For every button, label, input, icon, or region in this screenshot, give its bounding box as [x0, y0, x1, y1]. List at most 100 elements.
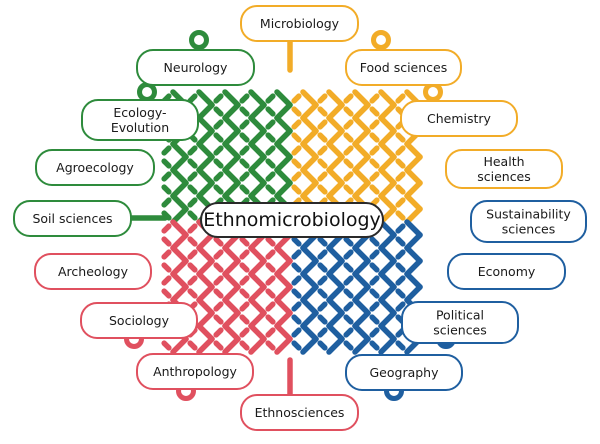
- knot-strand: [239, 171, 250, 182]
- knot-strand: [300, 180, 319, 199]
- knot-strand: [196, 284, 215, 303]
- knot-strand: [265, 301, 276, 312]
- knot-strand: [369, 340, 380, 351]
- knot-strand: [378, 102, 397, 121]
- knot-strand: [265, 236, 276, 247]
- knot-strand: [196, 336, 215, 355]
- knot-strand: [317, 275, 328, 286]
- knot-strand: [291, 158, 302, 169]
- pill-border: [400, 100, 518, 137]
- knot-strand: [300, 323, 319, 342]
- knot-strand: [317, 184, 328, 195]
- knot-strand: [291, 145, 302, 156]
- knot-strand: [222, 115, 241, 134]
- pill-label: Chemistry: [427, 111, 492, 126]
- knot-strand: [300, 115, 319, 134]
- knot-strand: [161, 340, 172, 351]
- knot-strand: [317, 145, 328, 156]
- knot-strand: [378, 258, 397, 277]
- pill-label: Sociology: [109, 313, 170, 328]
- knot-strand: [352, 310, 371, 329]
- knot-strand: [291, 132, 302, 143]
- knot-strand: [291, 262, 302, 273]
- knot-strand: [395, 184, 406, 195]
- knot-strand: [222, 141, 241, 160]
- knot-strand: [161, 236, 172, 247]
- knot-strand: [317, 106, 328, 117]
- knot-strand: [213, 236, 224, 247]
- knot-strand: [239, 106, 250, 117]
- knot-strand: [274, 310, 293, 329]
- knot-strand: [274, 284, 293, 303]
- pill-border: [136, 49, 255, 86]
- knot-strand: [317, 340, 328, 351]
- knot-strand: [222, 323, 241, 342]
- knot-strand: [343, 262, 354, 273]
- knot-strand: [291, 184, 302, 195]
- knot-strand: [248, 154, 267, 173]
- knot-strand: [213, 171, 224, 182]
- knot-strand: [274, 89, 293, 108]
- knot-strand: [187, 158, 198, 169]
- pill-sociology: Sociology: [80, 302, 198, 339]
- knot-strand: [187, 249, 198, 260]
- knot-strand: [170, 258, 189, 277]
- knot-strand: [352, 167, 371, 186]
- pill-label: Microbiology: [260, 16, 340, 31]
- knot-strand: [265, 145, 276, 156]
- center-box: [200, 202, 384, 238]
- knot-strand: [326, 154, 345, 173]
- knot-strand: [213, 145, 224, 156]
- pill-border: [80, 302, 198, 339]
- knot-strand: [196, 154, 215, 173]
- knot-strand: [196, 310, 215, 329]
- knot-strand: [352, 258, 371, 277]
- knot-strand: [265, 132, 276, 143]
- knot-strand: [187, 210, 198, 221]
- knot-strand: [239, 288, 250, 299]
- pill-border: [13, 200, 132, 237]
- knot-strand: [196, 245, 215, 264]
- knot-strand: [326, 128, 345, 147]
- pill-label: Anthropology: [153, 364, 237, 379]
- knot-strand: [222, 102, 241, 121]
- knot-strand: [213, 249, 224, 260]
- knot-strand: [369, 132, 380, 143]
- knot-strand: [352, 271, 371, 290]
- knot-strand: [404, 180, 423, 199]
- pill-archeology: Archeology: [34, 253, 152, 290]
- knot-strand: [239, 340, 250, 351]
- knot-strand: [317, 314, 328, 325]
- knot-strand: [196, 167, 215, 186]
- knot-strand: [274, 336, 293, 355]
- knot-strand: [291, 119, 302, 130]
- knot-strand: [248, 297, 267, 316]
- knot-strand: [395, 210, 406, 221]
- knot-strand: [395, 223, 406, 234]
- knot-strand: [369, 158, 380, 169]
- knot-strand: [343, 288, 354, 299]
- knot-strand: [239, 236, 250, 247]
- pill-border: [34, 253, 152, 290]
- knot-strand: [326, 336, 345, 355]
- knot-strand: [300, 89, 319, 108]
- pill-label: Evolution: [111, 120, 169, 135]
- knot-loop: [189, 30, 209, 50]
- knot-strand: [378, 167, 397, 186]
- knot-strand: [404, 193, 423, 212]
- knot-strand: [265, 275, 276, 286]
- knot-strand: [196, 102, 215, 121]
- pill-border: [35, 149, 155, 186]
- knot-strand: [404, 271, 423, 290]
- knot-strand: [196, 115, 215, 134]
- knot-strand: [213, 340, 224, 351]
- knot-strand: [170, 141, 189, 160]
- knot-strand: [248, 245, 267, 264]
- knot-strand: [378, 193, 397, 212]
- knot-strand: [213, 262, 224, 273]
- knot-strand: [274, 167, 293, 186]
- knot-strand: [352, 154, 371, 173]
- knot-strand: [274, 128, 293, 147]
